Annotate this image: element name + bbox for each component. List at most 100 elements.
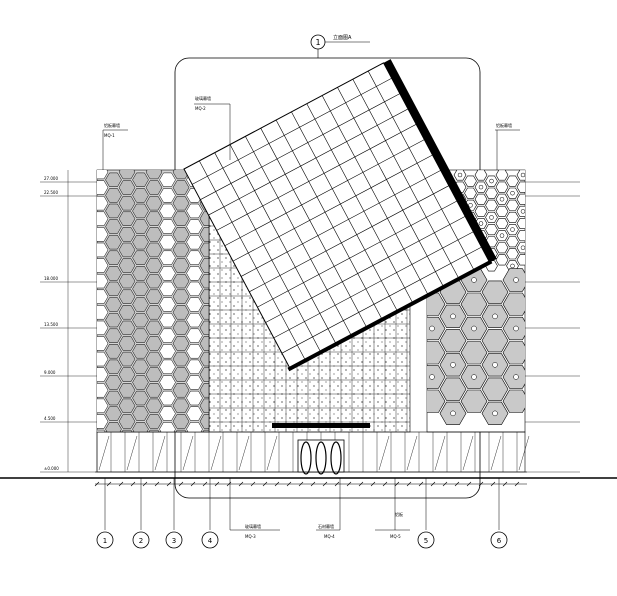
hex-panel: [118, 367, 136, 382]
hex-dot: [520, 245, 525, 250]
leader-bottom-right-sub: MQ-5: [390, 534, 401, 539]
level-label: 9.000: [44, 370, 56, 375]
hex-panel: [485, 187, 498, 199]
hex-panel: [427, 389, 446, 413]
hex-dot: [542, 258, 546, 262]
hex-panel: [474, 193, 488, 205]
dimension-tick: [502, 481, 508, 487]
dimension-tick: [274, 481, 280, 487]
hex-panel: [549, 249, 561, 259]
hex-panel: [132, 188, 149, 203]
hex-dot: [471, 277, 477, 283]
roof-grid-line: [306, 103, 414, 304]
axis-label: 4: [208, 537, 213, 545]
leader-roof-text: 玻璃幕墙: [195, 95, 211, 101]
hex-panel: [97, 195, 109, 211]
hex-panel: [506, 211, 519, 223]
hex-panel: [118, 305, 136, 320]
axis-label: 5: [424, 537, 428, 545]
dimension-tick: [190, 481, 196, 487]
dimension-tick: [214, 481, 220, 487]
hex-panel: [172, 414, 190, 429]
hex-dot: [520, 172, 525, 178]
glass-hatch: [518, 435, 530, 471]
hex-panel: [172, 211, 190, 226]
hex-panel: [159, 312, 176, 328]
hex-panel: [506, 248, 519, 260]
roof-grid-line: [321, 95, 429, 296]
hex-panel: [159, 297, 176, 312]
axis-label: 1: [103, 537, 107, 545]
hex-dot: [499, 196, 505, 202]
hex-dot: [450, 410, 456, 417]
hex-dot: [513, 374, 519, 380]
dimension-tick: [106, 481, 112, 487]
roof-grid-line: [224, 139, 425, 247]
hex-panel: [105, 266, 122, 281]
hex-dot: [510, 227, 515, 232]
hex-panel: [202, 429, 209, 432]
hex-panel: [528, 249, 540, 259]
hex-panel: [118, 398, 136, 414]
hex-panel: [186, 219, 203, 234]
axis-bubble: [132, 531, 150, 549]
glass-hatch: [462, 435, 474, 471]
hex-panel: [538, 194, 550, 204]
hex-panel: [159, 375, 176, 390]
leader-bottom-right-text: 铝板: [395, 511, 403, 517]
hex-panel: [132, 312, 149, 328]
level-label: 13.500: [44, 322, 58, 327]
hex-panel: [502, 389, 525, 413]
dimension-tick: [310, 481, 316, 487]
hex-panel: [105, 297, 122, 312]
roof-grid-line: [275, 119, 383, 320]
hex-panel: [199, 414, 209, 429]
hex-dot: [468, 203, 473, 208]
hex-panel: [145, 242, 163, 258]
hex-panel: [105, 234, 122, 250]
glass-hatch: [98, 435, 110, 471]
hex-panel: [105, 390, 122, 406]
hex-panel: [199, 336, 209, 351]
hex-panel: [528, 261, 540, 271]
hex-panel: [159, 266, 176, 281]
leader-bottom-mid-sub: MQ-4: [324, 534, 335, 539]
hex-panel: [172, 227, 190, 242]
leader-left-top-text: 铝板幕墙: [104, 122, 120, 128]
hex-panel: [474, 170, 488, 181]
hex-panel: [172, 289, 190, 304]
hex-dot: [510, 263, 515, 269]
hex-panel: [506, 236, 519, 248]
hex-panel: [159, 359, 176, 375]
glass-hatch: [490, 435, 502, 471]
roof-grid-line: [249, 185, 449, 293]
dimension-tick: [382, 481, 388, 487]
hex-panel: [506, 175, 519, 187]
hex-dot: [510, 190, 515, 196]
hex-panel: [199, 227, 209, 242]
hex-panel: [528, 237, 540, 247]
hex-dot: [553, 215, 557, 219]
hex-panel: [464, 187, 477, 199]
hex-panel: [538, 230, 550, 240]
hex-dot: [478, 221, 484, 226]
roof-grid-line: [367, 70, 475, 271]
hex-panel: [105, 359, 122, 375]
roof-grid-line: [337, 87, 444, 288]
hex-panel: [549, 261, 561, 271]
hex-panel: [538, 243, 550, 253]
hex-panel: [199, 211, 209, 226]
leader-bottom-left-text: 玻璃幕墙: [245, 523, 261, 529]
roof-grid-line: [240, 170, 441, 277]
hex-panel: [105, 375, 122, 390]
hex-panel: [199, 305, 209, 320]
dimension-tick: [202, 481, 208, 487]
hex-panel: [132, 266, 149, 281]
hex-panel: [132, 375, 149, 390]
hex-panel: [172, 195, 190, 211]
hex-panel: [495, 242, 509, 254]
hex-panel: [506, 199, 519, 211]
hex-panel: [160, 438, 176, 452]
hex-dot: [450, 362, 456, 368]
section-symbol: 1 立面图A: [310, 34, 370, 58]
